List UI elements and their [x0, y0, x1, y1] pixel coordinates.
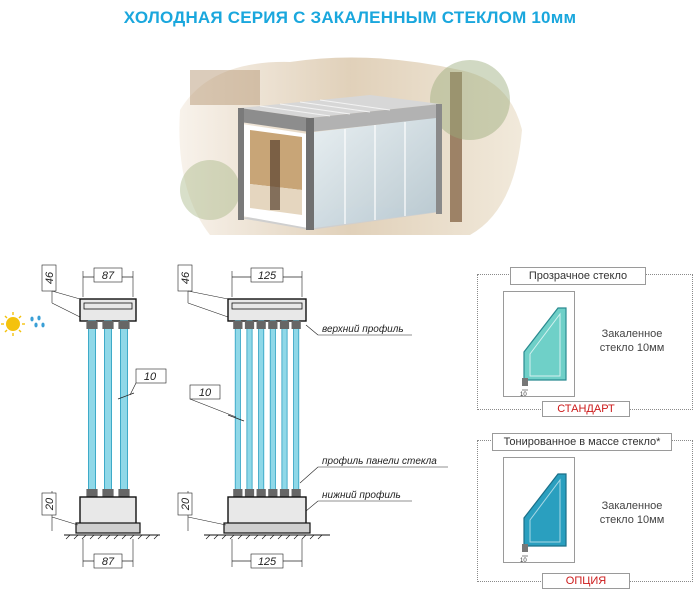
right-glass-panel [269, 320, 276, 498]
left-glass-clamp [102, 321, 114, 329]
option-standard-desc: Закаленное стекло 10мм [599, 328, 665, 354]
right-glass-clamp [256, 489, 266, 497]
option-tinted-title: Тонированное в массе стекло* [492, 433, 672, 451]
left-glass-thickness: 10 [144, 371, 157, 383]
left-glass-clamp [86, 489, 98, 497]
left-top-height: 46 [44, 271, 56, 284]
glass-dim: 10 [520, 558, 527, 562]
right-glass-thickness: 10 [199, 387, 212, 399]
glass-fill [523, 473, 567, 547]
glass-corner-icon: 10 [520, 307, 567, 398]
right-assembly: 125 46 20 125 10 [177, 264, 448, 569]
left-glass-clamp [86, 321, 98, 329]
option-tinted-desc: Закаленное стекло 10мм [599, 500, 665, 526]
left-bottom-width: 87 [102, 556, 115, 568]
left-glass-panel [120, 320, 129, 498]
right-glass-panel [293, 320, 300, 498]
option-standard-photo: 10 [503, 291, 575, 398]
right-glass-clamp [268, 321, 278, 329]
right-glass-clamp [233, 321, 243, 329]
profile-drawing: 87 46 20 87 [1, 264, 448, 569]
left-glass-clamp [118, 489, 130, 497]
right-glass-clamp [279, 489, 290, 497]
left-glass-panel [104, 320, 113, 498]
right-glass-clamp [233, 489, 243, 497]
left-top-width: 87 [102, 270, 115, 282]
right-glass-clamp [244, 321, 255, 329]
right-glass-clamp [268, 489, 278, 497]
right-glass-clamp [291, 321, 301, 329]
option-standard: Прозрачное стекло 10 Закаленное стекло 1… [477, 267, 693, 417]
label-glass-panel-profile: профиль панели стекла [322, 455, 437, 467]
option-tinted: Тонированное в массе стекло* 10 Закаленн… [477, 433, 693, 589]
right-glass-panel [234, 320, 241, 498]
option-standard-title: Прозрачное стекло [510, 267, 646, 285]
right-top-height: 46 [180, 271, 192, 284]
right-glass-panel [281, 320, 288, 498]
label-top-profile: верхний профиль [322, 323, 404, 335]
left-glass-clamp [102, 489, 114, 497]
rain-icon [30, 315, 45, 328]
right-bottom-height: 20 [180, 497, 192, 511]
label-bottom-profile: нижний профиль [322, 489, 401, 501]
left-glass-panel [88, 320, 97, 498]
right-glass-clamp [244, 489, 255, 497]
right-glass-clamp [279, 321, 290, 329]
glass-dim: 10 [520, 392, 527, 396]
badge-option: ОПЦИЯ [542, 573, 630, 589]
gazebo-illustration [179, 57, 522, 235]
sun-icon [1, 312, 25, 336]
left-assembly: 87 46 20 87 [41, 264, 167, 569]
left-glass-clamp [118, 321, 130, 329]
left-bottom-height: 20 [44, 497, 56, 511]
glass-fill [523, 307, 567, 381]
badge-standard: СТАНДАРТ [542, 401, 630, 417]
right-glass-clamp [256, 321, 266, 329]
right-glass-clamp [291, 489, 301, 497]
right-top-width: 125 [258, 270, 277, 282]
glass-corner-icon-tinted: 10 [520, 473, 567, 564]
option-tinted-photo: 10 [503, 457, 575, 564]
page-title: ХОЛОДНАЯ СЕРИЯ С ЗАКАЛЕННЫМ СТЕКЛОМ 10мм [123, 8, 577, 27]
right-glass-panel [258, 320, 265, 498]
right-bottom-width: 125 [258, 556, 277, 568]
right-glass-panel [246, 320, 253, 498]
